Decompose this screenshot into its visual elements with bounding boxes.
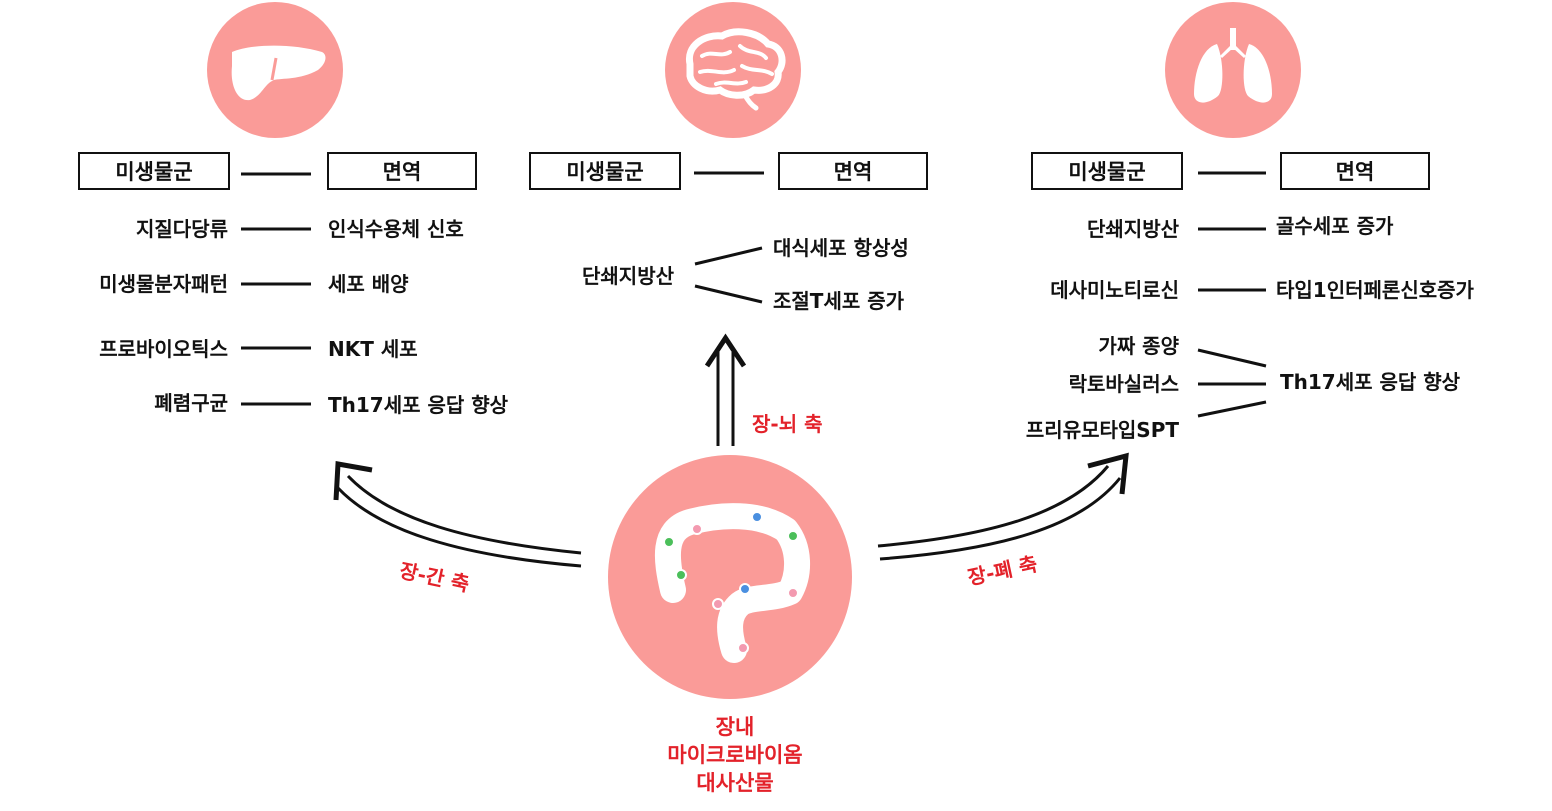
gut-lung-arrow bbox=[877, 452, 1129, 561]
center-label-line-2: 대사산물 bbox=[696, 771, 774, 795]
liver-row-connectors bbox=[241, 227, 311, 406]
lung-header-microbiota: 미생물군 bbox=[1031, 152, 1183, 190]
lung-microbe-group-2: 프리유모타입SPT bbox=[1025, 418, 1179, 442]
lung-immune-1: 타입1인터페론신호증가 bbox=[1276, 278, 1474, 302]
lung-circle bbox=[1165, 2, 1301, 138]
brain-immune-0: 대식세포 항상성 bbox=[773, 236, 909, 260]
gut-brain-axis-label: 장-뇌 축 bbox=[752, 412, 823, 436]
intestine-circle bbox=[608, 455, 852, 699]
liver-microbe-2: 프로바이오틱스 bbox=[99, 337, 228, 361]
liver-header-microbiota: 미생물군 bbox=[78, 152, 230, 190]
lung-microbe-group-1: 락토바실러스 bbox=[1068, 372, 1179, 396]
lung-microbe-group-0: 가짜 종양 bbox=[1098, 334, 1179, 358]
brain-immune-1: 조절T세포 증가 bbox=[773, 289, 905, 313]
liver-microbe-3: 폐렴구균 bbox=[154, 391, 228, 415]
lung-immune-0: 골수세포 증가 bbox=[1276, 214, 1394, 238]
brain-circle bbox=[665, 2, 801, 138]
gut-brain-arrow bbox=[704, 333, 747, 446]
brain-header-immunity: 면역 bbox=[778, 152, 928, 190]
liver-circle bbox=[207, 2, 343, 138]
brain-microbe: 단쇄지방산 bbox=[582, 264, 674, 288]
lung-immune-group: Th17세포 응답 향상 bbox=[1280, 370, 1461, 394]
liver-icon bbox=[231, 45, 326, 101]
lung-row-connectors bbox=[1197, 227, 1267, 418]
lungs-icon bbox=[1194, 28, 1272, 103]
center-label-line-0: 장내 bbox=[715, 715, 755, 739]
lung-header-immunity: 면역 bbox=[1280, 152, 1430, 190]
liver-microbe-0: 지질다당류 bbox=[136, 217, 228, 241]
liver-immune-0: 인식수용체 신호 bbox=[328, 217, 464, 241]
liver-microbe-1: 미생물분자패턴 bbox=[99, 272, 228, 296]
liver-immune-1: 세포 배양 bbox=[328, 272, 409, 296]
intestine-icon bbox=[654, 503, 811, 663]
liver-immune-3: Th17세포 응답 향상 bbox=[328, 393, 509, 417]
lung-microbe-1: 데사미노티로신 bbox=[1050, 278, 1179, 302]
center-label: 장내 마이크로바이옴 대사산물 bbox=[630, 713, 840, 797]
gut-liver-arrow bbox=[333, 461, 582, 568]
brain-branch-connectors bbox=[694, 246, 763, 304]
lung-microbe-0: 단쇄지방산 bbox=[1087, 217, 1179, 241]
brain-icon bbox=[685, 28, 786, 111]
center-label-line-1: 마이크로바이옴 bbox=[667, 743, 803, 767]
brain-header-microbiota: 미생물군 bbox=[529, 152, 681, 190]
liver-immune-2: NKT 세포 bbox=[328, 337, 418, 361]
liver-header-immunity: 면역 bbox=[327, 152, 477, 190]
